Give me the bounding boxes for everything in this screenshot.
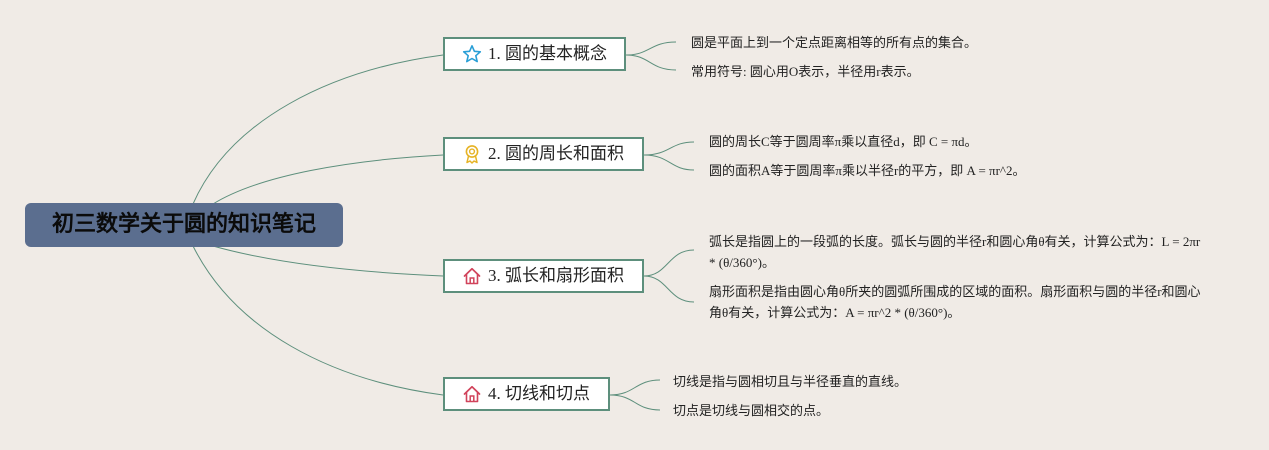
root-topic[interactable]: 初三数学关于圆的知识笔记 — [25, 203, 343, 247]
leaf-tangent-line[interactable]: 切线是指与圆相切且与半径垂直的直线。 — [673, 374, 908, 389]
leaf-circumference[interactable]: 圆的周长C等于圆周率π乘以直径d，即 C = πd。 — [709, 134, 978, 149]
leaf-area[interactable]: 圆的面积A等于圆周率π乘以半径r的平方，即 A = πr^2。 — [709, 163, 1026, 178]
star-icon — [462, 44, 482, 64]
branch-label: 4. 切线和切点 — [488, 384, 590, 403]
house-icon — [462, 384, 482, 404]
branch-circumference-area[interactable]: 2. 圆的周长和面积 — [443, 137, 644, 171]
branch-arc-sector[interactable]: 3. 弧长和扇形面积 — [443, 259, 644, 293]
leaf-symbols[interactable]: 常用符号: 圆心用O表示，半径用r表示。 — [691, 64, 920, 79]
branch-label: 1. 圆的基本概念 — [488, 44, 607, 63]
leaf-sector-area[interactable]: 扇形面积是指由圆心角θ所夹的圆弧所围成的区域的面积。扇形面积与圆的半径r和圆心角… — [709, 284, 1201, 320]
branch-label: 3. 弧长和扇形面积 — [488, 266, 624, 285]
house-icon — [462, 266, 482, 286]
branch-label: 2. 圆的周长和面积 — [488, 144, 624, 163]
leaf-tangent-point[interactable]: 切点是切线与圆相交的点。 — [673, 403, 830, 418]
leaf-arc-length[interactable]: 弧长是指圆上的一段弧的长度。弧长与圆的半径r和圆心角θ有关，计算公式为：L = … — [709, 234, 1201, 270]
branch-tangent[interactable]: 4. 切线和切点 — [443, 377, 610, 411]
branch-basic-concept[interactable]: 1. 圆的基本概念 — [443, 37, 626, 71]
award-ribbon-icon — [462, 144, 482, 164]
leaf-definition[interactable]: 圆是平面上到一个定点距离相等的所有点的集合。 — [691, 35, 978, 50]
